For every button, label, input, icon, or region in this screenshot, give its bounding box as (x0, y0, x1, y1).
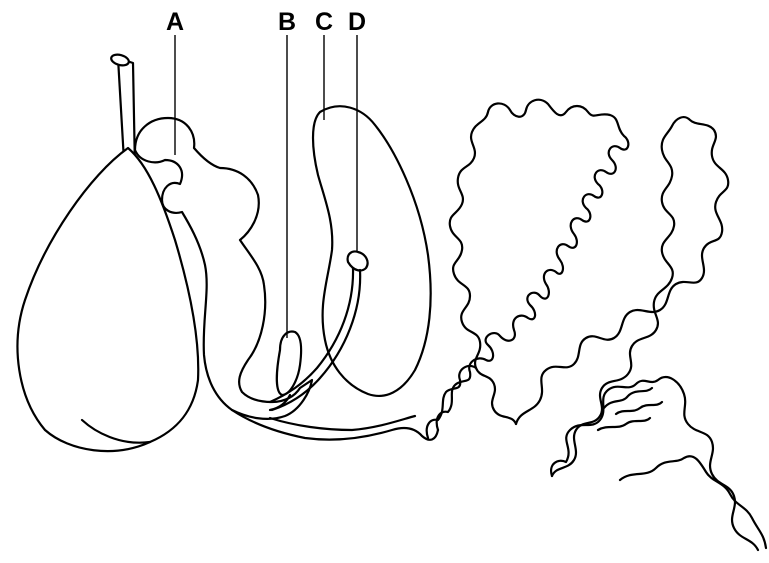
pancreas (313, 106, 431, 396)
duodenum-inner (270, 416, 415, 430)
label-d: D (348, 8, 366, 36)
label-c: C (315, 8, 333, 36)
caecum-coil-inner (598, 388, 662, 430)
label-a: A (166, 8, 184, 36)
small-intestine (437, 100, 629, 430)
label-b: B (278, 8, 296, 36)
caecum-coil (551, 377, 758, 550)
colon-tail (620, 456, 766, 548)
